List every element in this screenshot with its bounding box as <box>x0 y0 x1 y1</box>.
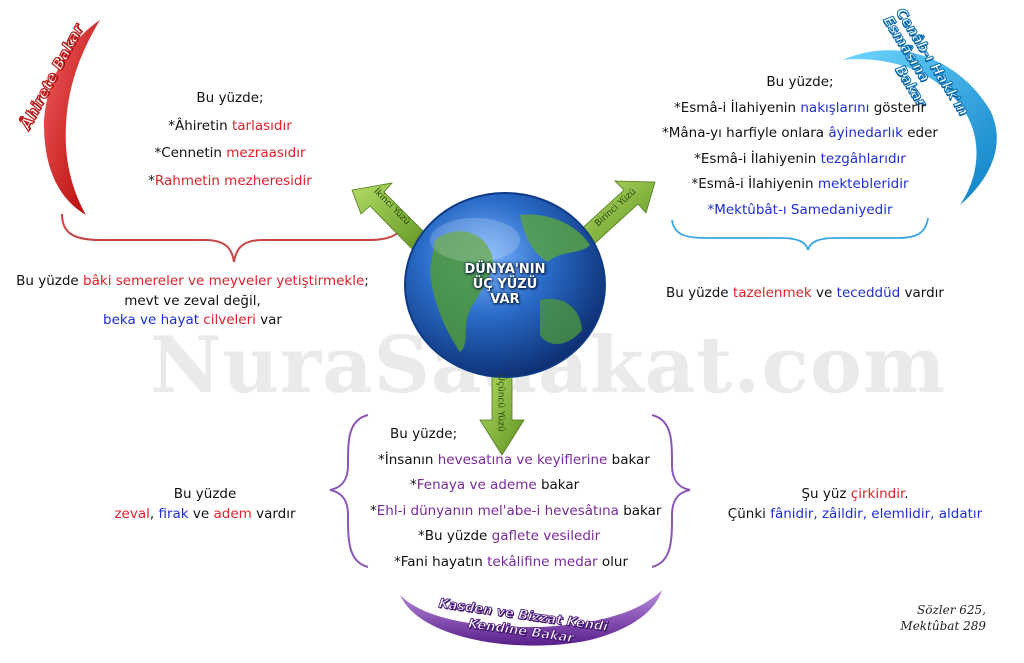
right-top-l5: *Mektûbât-ı Samedaniyedir <box>707 201 893 218</box>
left-top-l1b: tarlasıdır <box>231 117 292 134</box>
left-mid-l3b: cilveleri <box>203 312 256 329</box>
right-mid-line: Bu yüzde tazelenmek ve teceddüd vardır <box>665 285 944 301</box>
bottom-left-block: Bu yüzde zeval, firak ve adem vardır <box>114 486 296 523</box>
right-top-heading: Bu yüzde; <box>766 74 834 90</box>
red-brace <box>61 213 405 263</box>
right-top-l4b: mektebleridir <box>817 176 909 192</box>
right-top-l3b: tezgâhlarıdır <box>820 150 906 167</box>
bottom-right-block: Şu yüz çirkindir. Çünki fânidir, zâildir… <box>727 486 983 523</box>
right-top-l2a: *Mâna-yı harfiyle onlara <box>662 125 829 141</box>
left-top-l2b: mezraasıdır <box>226 145 306 161</box>
right-top-l1b: nakışlarını <box>800 99 870 116</box>
cyan-arc <box>842 50 997 205</box>
left-top-heading: Bu yüzde; <box>196 90 264 106</box>
bottom-heading: Bu yüzde; <box>390 426 458 442</box>
left-mid-l1c: ; <box>364 273 369 289</box>
globe-title: DÜNYA'NIN ÜÇ YÜZÜ VAR <box>464 262 546 307</box>
purple-brace-left <box>329 414 369 568</box>
left-top-l1a: *Âhiretin <box>168 117 232 134</box>
left-mid-l3c: var <box>255 312 282 329</box>
cyan-brace <box>671 217 929 251</box>
left-mid-block: Bu yüzde bâki semereler ve meyveler yeti… <box>0 272 385 331</box>
right-top-l2b: âyinedarlık <box>828 125 903 141</box>
right-top-l4a: *Esmâ-i İlahiyenin <box>691 176 818 192</box>
left-mid-l1a: Bu yüzde <box>16 273 84 289</box>
left-top-l2a: *Cennetin <box>154 145 227 161</box>
right-top-l2c: eder <box>902 125 938 141</box>
left-mid-l1b: bâki semereler ve meyveler yetiştirmekle <box>83 273 365 289</box>
globe <box>404 192 606 378</box>
arrow-label-ucuncu: Üçüncü Yüzü <box>495 374 506 432</box>
right-top-l1c: gösterir <box>869 99 927 116</box>
left-top-block: Bu yüzde; *Âhiretin tarlasıdır *Cennetin… <box>80 90 380 189</box>
bottom-block: Bu yüzde; *İnsanın hevesatına ve keyifle… <box>370 426 662 570</box>
left-top-l3b: Rahmetin mezheresidir <box>154 172 312 189</box>
left-top-l3a: * <box>148 172 155 189</box>
left-mid-l2: mevt ve zeval değil, <box>124 292 261 309</box>
right-top-block: Bu yüzde; *Esmâ-i İlahiyenin nakışlarını… <box>630 74 970 218</box>
red-arc <box>44 20 100 215</box>
source-reference: Sözler 625, Mektûbat 289 <box>900 603 986 634</box>
right-top-l3a: *Esmâ-i İlahiyenin <box>694 150 821 167</box>
purple-arc <box>400 590 662 646</box>
purple-brace-right <box>651 414 691 568</box>
left-mid-l3a: beka ve hayat <box>103 312 204 329</box>
right-top-l1a: *Esmâ-i İlahiyenin <box>673 99 801 116</box>
